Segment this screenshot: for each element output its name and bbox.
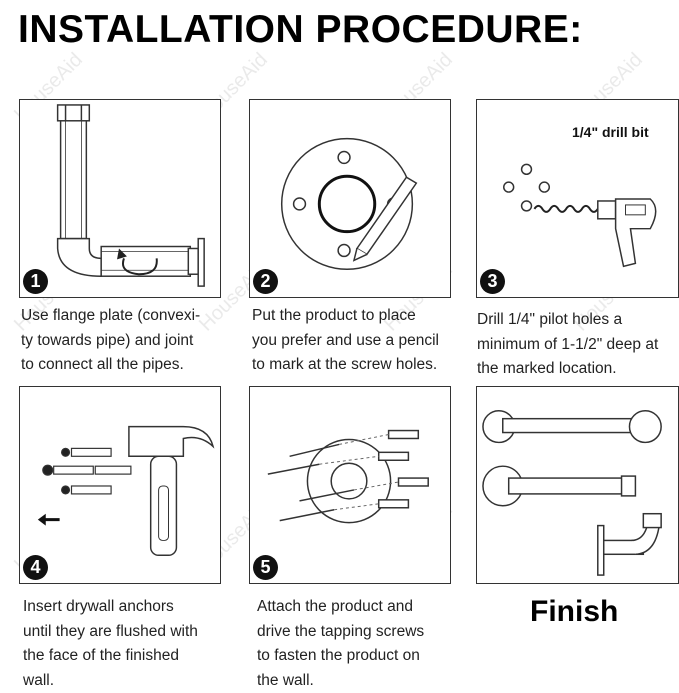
drill-bit-label: 1/4" drill bit (572, 124, 649, 140)
pipe-assembly-icon (56, 104, 205, 287)
step-2-caption: Put the product to place you prefer and … (252, 307, 439, 373)
step-number-badge: 1 (23, 269, 48, 294)
step-number-badge: 2 (253, 269, 278, 294)
step-5-caption: Attach the product and drive the tapping… (257, 598, 425, 689)
step-4-illustration: 4 (19, 386, 221, 584)
step-2-illustration: 2 (249, 99, 451, 298)
flange-pencil-icon (280, 137, 418, 271)
anchors-hammer-icon (37, 425, 215, 557)
step-3-illustration: 1/4" drill bit 3 (476, 99, 679, 298)
page-title: INSTALLATION PROCEDURE: (18, 8, 583, 51)
step-number-badge: 4 (23, 555, 48, 580)
step-3-caption: Drill 1/4" pilot holes a minimum of 1-1/… (477, 311, 659, 377)
finished-pipe-fixtures-icon (482, 410, 662, 576)
finish-label: Finish (530, 595, 619, 628)
step-1-illustration: 1 (19, 99, 221, 298)
step-number-badge: 3 (480, 269, 505, 294)
step-number-badge: 5 (253, 555, 278, 580)
step-5-illustration: 5 (249, 386, 451, 584)
finish-illustration (476, 386, 679, 584)
drill-icon (503, 163, 657, 268)
step-4-caption: Insert drywall anchors until they are fl… (23, 598, 198, 689)
step-1-caption: Use flange plate (convexi- ty towards pi… (21, 307, 201, 373)
screws-flange-icon (267, 429, 429, 524)
